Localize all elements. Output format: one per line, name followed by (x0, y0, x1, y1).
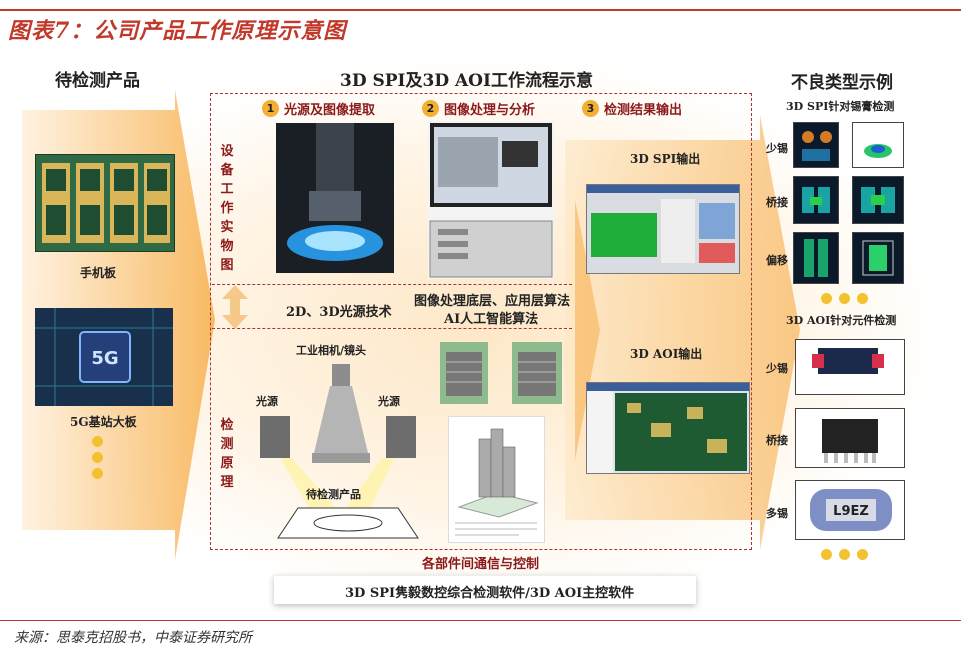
light-source-photo (276, 123, 394, 273)
spi-defect-img (793, 176, 839, 224)
5g-board-label: 5G基站大板 (70, 415, 137, 429)
more-dot (92, 468, 103, 479)
spi-defect-img (793, 232, 839, 284)
center-title: 3D SPI及3D AOI工作流程示意 (340, 71, 593, 91)
aoi-chip-text: L9EZ (833, 504, 869, 519)
divider-bottom (212, 328, 572, 329)
phone-board-label: 手机板 (80, 266, 117, 280)
light-tech-label: 2D、3D光源技术 (286, 305, 392, 320)
spi-defect-label-3: 偏移 (766, 254, 788, 267)
divider-top (212, 284, 572, 285)
aoi-defect-title: 3D AOI针对元件检测 (786, 314, 897, 327)
more-dot (821, 549, 832, 560)
left-title: 待检测产品 (55, 71, 140, 91)
light-left-label: 光源 (256, 395, 278, 408)
aoi-defect-label-2: 桥接 (766, 434, 788, 447)
top-rule (0, 9, 961, 11)
spi-defect-title: 3D SPI针对锡膏检测 (786, 100, 895, 113)
workflow-box (210, 93, 752, 550)
spi-defect-label-1: 少锡 (766, 142, 788, 155)
light-beam-right (342, 458, 394, 513)
aoi-defect-label-1: 少锡 (766, 362, 788, 375)
more-dot (92, 452, 103, 463)
source-note: 来源：思泰克招股书，中泰证券研究所 (14, 630, 252, 646)
spi-defect-img (852, 232, 904, 284)
more-dot (839, 293, 850, 304)
3d-model-panel (448, 416, 545, 543)
aoi-defect-img (795, 339, 905, 395)
comm-label: 各部件间通信与控制 (422, 557, 540, 572)
section-equipment: 设备工作实物图 (220, 144, 234, 273)
principle-diagram (260, 364, 419, 539)
bottom-rule (0, 620, 961, 621)
aoi-defect-img: L9EZ (795, 480, 905, 540)
spi-defect-img (852, 176, 904, 224)
double-arrow (222, 285, 248, 329)
processing-station-photo (428, 121, 554, 279)
software-bar (274, 575, 696, 604)
spi-defect-3d (852, 122, 904, 168)
aoi-defect-label-3: 多锡 (766, 507, 788, 520)
aoi-output-label: 3D AOI输出 (630, 347, 703, 361)
more-dot (821, 293, 832, 304)
more-dot (857, 549, 868, 560)
light-beam-left (280, 458, 340, 513)
product-label: 待检测产品 (306, 488, 361, 501)
spi-defect-img (793, 122, 839, 168)
algo-label-2: AI人工智能算法 (444, 312, 539, 327)
camera-label: 工业相机/镜头 (296, 344, 367, 357)
right-title: 不良类型示例 (791, 73, 893, 93)
more-dot (857, 293, 868, 304)
phone-board-image (35, 154, 175, 252)
software-label: 3D SPI隽毅数控综合检测软件/3D AOI主控软件 (345, 586, 635, 601)
aoi-defect-img (795, 408, 905, 468)
5g-chip-text: 5G (91, 348, 118, 369)
spi-defect-label-2: 桥接 (766, 196, 788, 209)
algo-label-1: 图像处理底层、应用层算法 (414, 294, 571, 309)
spi-output-label: 3D SPI输出 (630, 152, 701, 166)
light-right-label: 光源 (378, 395, 400, 408)
image-grid-panels (416, 342, 566, 404)
aoi-output-screen (586, 382, 750, 474)
5g-board-image: 5G (35, 308, 173, 406)
spi-output-screen (586, 184, 740, 274)
more-dot (839, 549, 850, 560)
figure-title: 图表7：公司产品工作原理示意图 (8, 18, 347, 44)
more-dot (92, 436, 103, 447)
arrow-center (575, 200, 600, 460)
section-principle: 检测原理 (220, 418, 234, 490)
